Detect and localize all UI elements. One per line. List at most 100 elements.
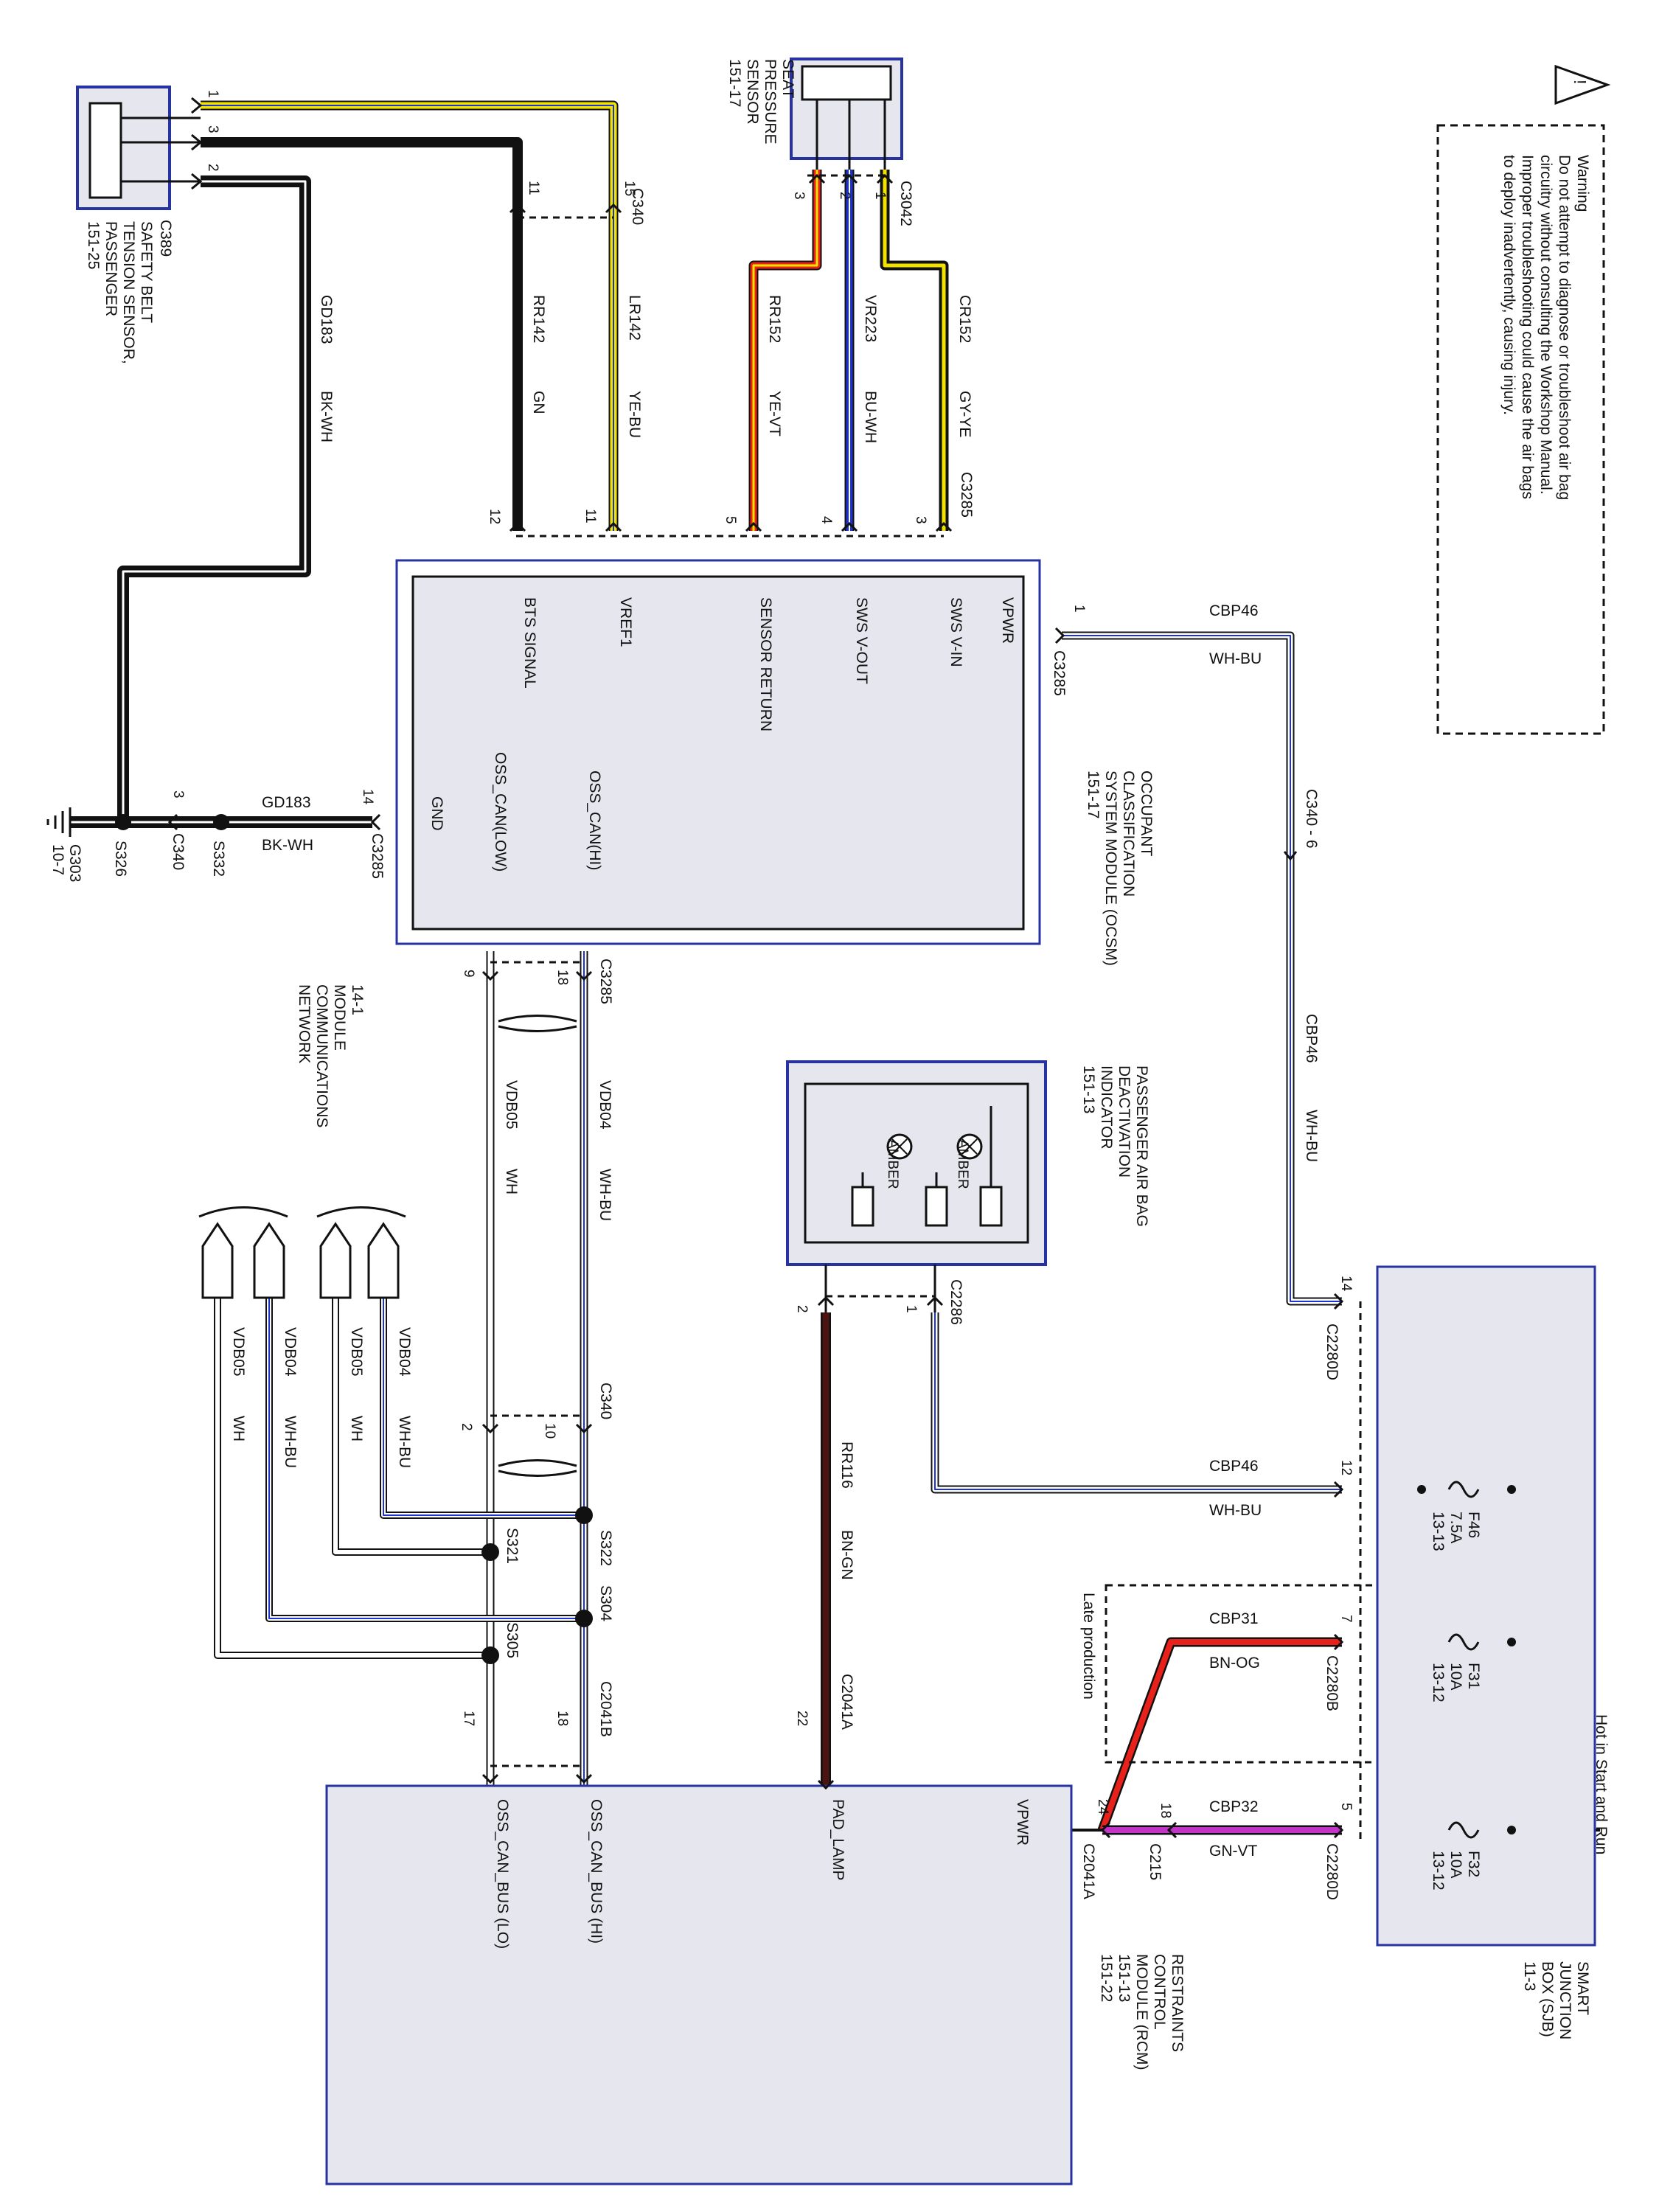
splice-s305: [481, 1646, 499, 1664]
network-name-1: 14-1: [349, 984, 366, 1015]
circuit-cbp46-vert: CBP46: [1303, 1014, 1320, 1063]
wire-cbp46-pad: [931, 1312, 1342, 1494]
c340-gnd-label: C340: [170, 833, 187, 870]
branch-vdb05-b-color: WH: [230, 1416, 247, 1441]
fuse-icon: [1447, 1821, 1480, 1839]
branch-vdb04-b: VDB04: [282, 1327, 299, 1377]
color-gd183: BK-WH: [318, 391, 335, 442]
c215-label: C215: [1147, 1843, 1164, 1880]
ocsm-pin-sws-vout: SWS V-OUT: [853, 597, 870, 684]
ocsm-pin-bts-signal: BTS SIGNAL: [521, 597, 538, 689]
pin-c3285-4: 4: [818, 516, 834, 524]
color-vdb05: WH: [503, 1169, 520, 1194]
warning-line-3: Improper troubleshooting could cause the…: [1519, 155, 1536, 499]
fuse-f32-ref: 13-12: [1430, 1851, 1447, 1891]
belt-sensor-connector: C389: [157, 220, 174, 257]
sjb-box: [1376, 1265, 1596, 1947]
ground-name: G303: [66, 844, 83, 882]
pin-c2280d-14: 14: [1338, 1276, 1354, 1292]
branch-vdb04-b-color: WH-BU: [282, 1416, 299, 1468]
fuse-icons: [1447, 1481, 1480, 1839]
wire-cbp46: [1062, 631, 1342, 1306]
pin-c3042-2: 2: [837, 192, 852, 200]
c2041a-pad-label: C2041A: [838, 1674, 855, 1730]
warning-box: [1436, 64, 1611, 735]
belt-sensor-name-3: PASSENGER: [102, 221, 119, 316]
ocsm-pin-sensor-return: SENSOR RETURN: [757, 597, 774, 731]
seat-sensor-name-2: PRESSURE: [762, 59, 779, 145]
pad-lamp-1-label: AMBER: [955, 1139, 970, 1189]
belt-sensor-name-2: TENSION SENSOR,: [120, 221, 137, 364]
circuit-rr116: RR116: [838, 1441, 855, 1489]
pin-c2041a-22: 22: [794, 1711, 810, 1726]
pin-c389-2: 2: [205, 164, 220, 172]
rcm-name-1: RESTRAINTS: [1169, 1954, 1186, 2052]
circuit-gd183-gnd: GD183: [262, 794, 311, 811]
branch-vdb04-a: VDB04: [396, 1327, 413, 1377]
pin-c340-15: 15: [622, 181, 637, 196]
sjb-name-3: BOX (SJB): [1539, 1961, 1556, 2037]
circuit-cbp32: CBP32: [1209, 1798, 1259, 1815]
pin-c3285-3: 3: [913, 516, 928, 524]
c340-6-label: C340 - 6: [1303, 789, 1320, 849]
fuse-f31-rating: 10A: [1447, 1663, 1464, 1690]
wire-gd183: [117, 175, 311, 822]
splice-s321-label: S321: [504, 1528, 521, 1564]
color-cbp46-low: WH-BU: [1209, 1502, 1262, 1519]
resistor-icon: [979, 1186, 1003, 1227]
color-rr142: GN: [530, 391, 547, 414]
network-name-2: MODULE: [331, 984, 348, 1051]
pin-c340-11: 11: [526, 181, 541, 195]
seat-sensor-name-1: SEAT: [779, 59, 796, 98]
pin-c2041b-18: 18: [554, 1711, 570, 1726]
pad-lamp-2-label: AMBER: [885, 1139, 900, 1189]
pad-name-1: PASSENGER AIR BAG: [1133, 1065, 1150, 1227]
splice-s321: [481, 1543, 499, 1561]
ocsm-pin-sws-vin: SWS V-IN: [947, 597, 964, 667]
rcm-name-2: CONTROL: [1151, 1954, 1168, 2030]
branch-vdb04-a-color: WH-BU: [396, 1416, 413, 1468]
color-rr152: YE-VT: [766, 391, 783, 437]
rcm-name-3: MODULE (RCM): [1133, 1954, 1150, 2070]
rcm-box: [325, 1784, 1073, 2185]
fuse-f46-ref: 13-13: [1430, 1512, 1447, 1551]
circuit-rr142: RR142: [530, 295, 547, 343]
pin-c3042-1: 1: [872, 192, 888, 200]
pin-c215-18: 18: [1158, 1803, 1173, 1818]
fuse-icon: [1447, 1633, 1480, 1651]
seat-sensor-name-4: 151-17: [726, 59, 743, 107]
ocsm-name-1: OCCUPANT: [1138, 771, 1155, 856]
belt-sensor-box: [76, 86, 201, 210]
c3285-top-label: C3285: [958, 472, 975, 518]
pin-c3285-5: 5: [723, 516, 738, 524]
seat-sensor-box: [790, 58, 903, 170]
wire-cbp31: [1097, 1637, 1342, 1832]
fuse-f46-name: F46: [1465, 1512, 1482, 1538]
c2280d-bottom-label: C2280D: [1324, 1843, 1340, 1900]
splice-s322-label: S322: [597, 1530, 614, 1566]
pad-name-3: INDICATOR: [1098, 1065, 1115, 1150]
ocsm-box: [395, 559, 1041, 945]
wire-lr142: [201, 100, 619, 531]
color-cr152: GY-YE: [956, 391, 973, 437]
c3285-gnd-label: C3285: [369, 833, 386, 879]
twisted-pair-marks: [498, 1015, 577, 1477]
color-vdb04: WH-BU: [597, 1169, 613, 1221]
circuit-lr142: LR142: [626, 295, 643, 341]
pin-c389-1: 1: [205, 90, 220, 98]
pin-c3285-11: 11: [582, 509, 598, 524]
color-rr116: BN-GN: [838, 1530, 855, 1580]
branch-vdb05-b: VDB05: [230, 1327, 247, 1377]
pin-sjb-12: 12: [1338, 1460, 1354, 1475]
ocsm-name-2: CLASSIFICATION: [1120, 771, 1137, 897]
pin-c3285-18: 18: [554, 970, 570, 985]
circuit-vdb04: VDB04: [597, 1080, 613, 1130]
network-name-3: COMMUNICATIONS: [313, 984, 330, 1127]
circuit-cbp46: CBP46: [1209, 602, 1259, 619]
rcm-name-4: 151-13: [1116, 1954, 1133, 2002]
warning-line-1: Do not attempt to diagnose or troublesho…: [1556, 155, 1573, 500]
splice-s304: [575, 1610, 593, 1627]
pin-c389-3: 3: [205, 125, 220, 133]
